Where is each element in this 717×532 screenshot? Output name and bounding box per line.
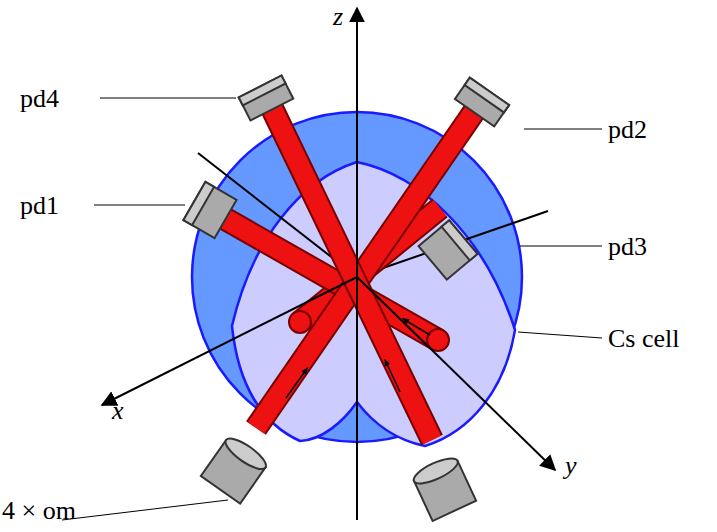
photodiode-label: pd3 [608, 234, 647, 260]
photodiode-label: pd1 [20, 193, 59, 219]
photodiode-label: pd2 [608, 117, 647, 143]
axis-label: x [112, 398, 124, 424]
module-label: 4 × om [2, 498, 76, 524]
cell-label: Cs cell [608, 326, 680, 352]
photodiode-label: pd4 [20, 86, 59, 112]
axis-label: y [565, 453, 577, 479]
axis-label: z [333, 4, 343, 30]
